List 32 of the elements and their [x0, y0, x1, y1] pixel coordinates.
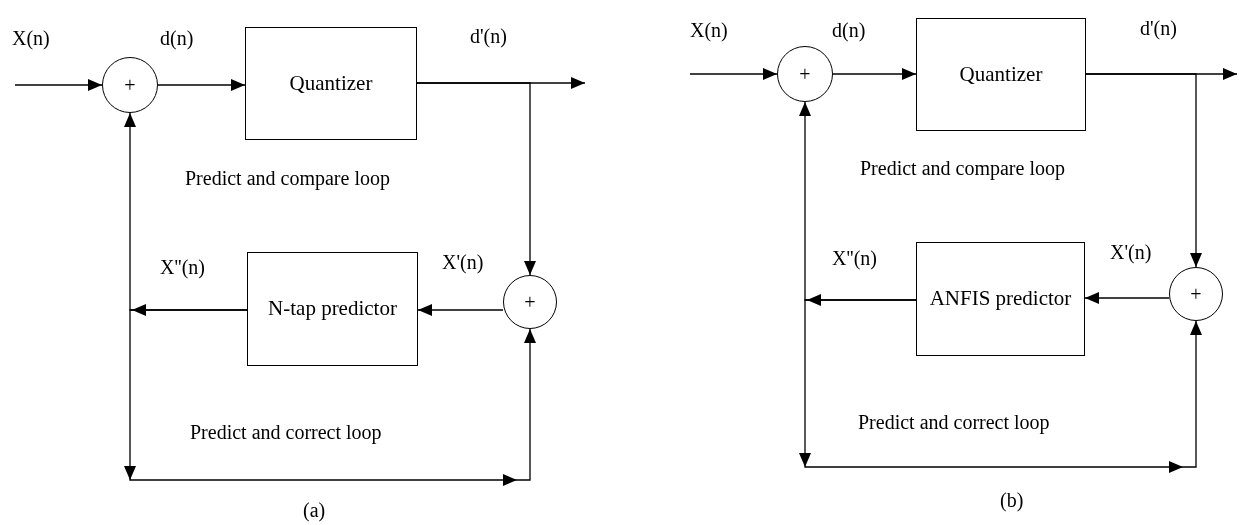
block-label: Quantizer — [959, 60, 1043, 88]
process-box — [245, 27, 417, 140]
signal-label: Predict and compare loop — [860, 156, 1065, 180]
summing-junction — [777, 46, 833, 102]
signal-label: d'(n) — [470, 24, 507, 48]
signal-label: X(n) — [690, 18, 728, 42]
plus-sign: + — [524, 292, 536, 312]
process-box — [916, 18, 1086, 131]
summing-junction — [1169, 267, 1223, 321]
block-label: ANFIS predictor — [929, 285, 1072, 313]
signal-label: d(n) — [160, 26, 194, 50]
signal-label: X'(n) — [1110, 240, 1152, 264]
signal-label: (b) — [1000, 488, 1024, 512]
signal-label: X''(n) — [832, 246, 877, 270]
signal-label: (a) — [303, 498, 326, 522]
block-label: N-tap predictor — [268, 295, 397, 323]
signal-label: X'(n) — [442, 250, 484, 274]
signal-label: d'(n) — [1140, 16, 1177, 40]
signal-label: X(n) — [12, 26, 50, 50]
block-label: Quantizer — [289, 69, 373, 97]
signal-label: Predict and correct loop — [858, 410, 1050, 434]
process-box — [916, 242, 1085, 356]
summing-junction — [102, 57, 158, 113]
signal-label: Predict and correct loop — [190, 420, 382, 444]
plus-sign: + — [124, 75, 136, 95]
plus-sign: + — [799, 64, 811, 84]
signal-label: X''(n) — [160, 255, 205, 279]
summing-junction — [503, 275, 557, 329]
plus-sign: + — [1190, 284, 1202, 304]
process-box — [247, 252, 418, 366]
signal-label: Predict and compare loop — [185, 166, 390, 190]
signal-label: d(n) — [832, 18, 866, 42]
